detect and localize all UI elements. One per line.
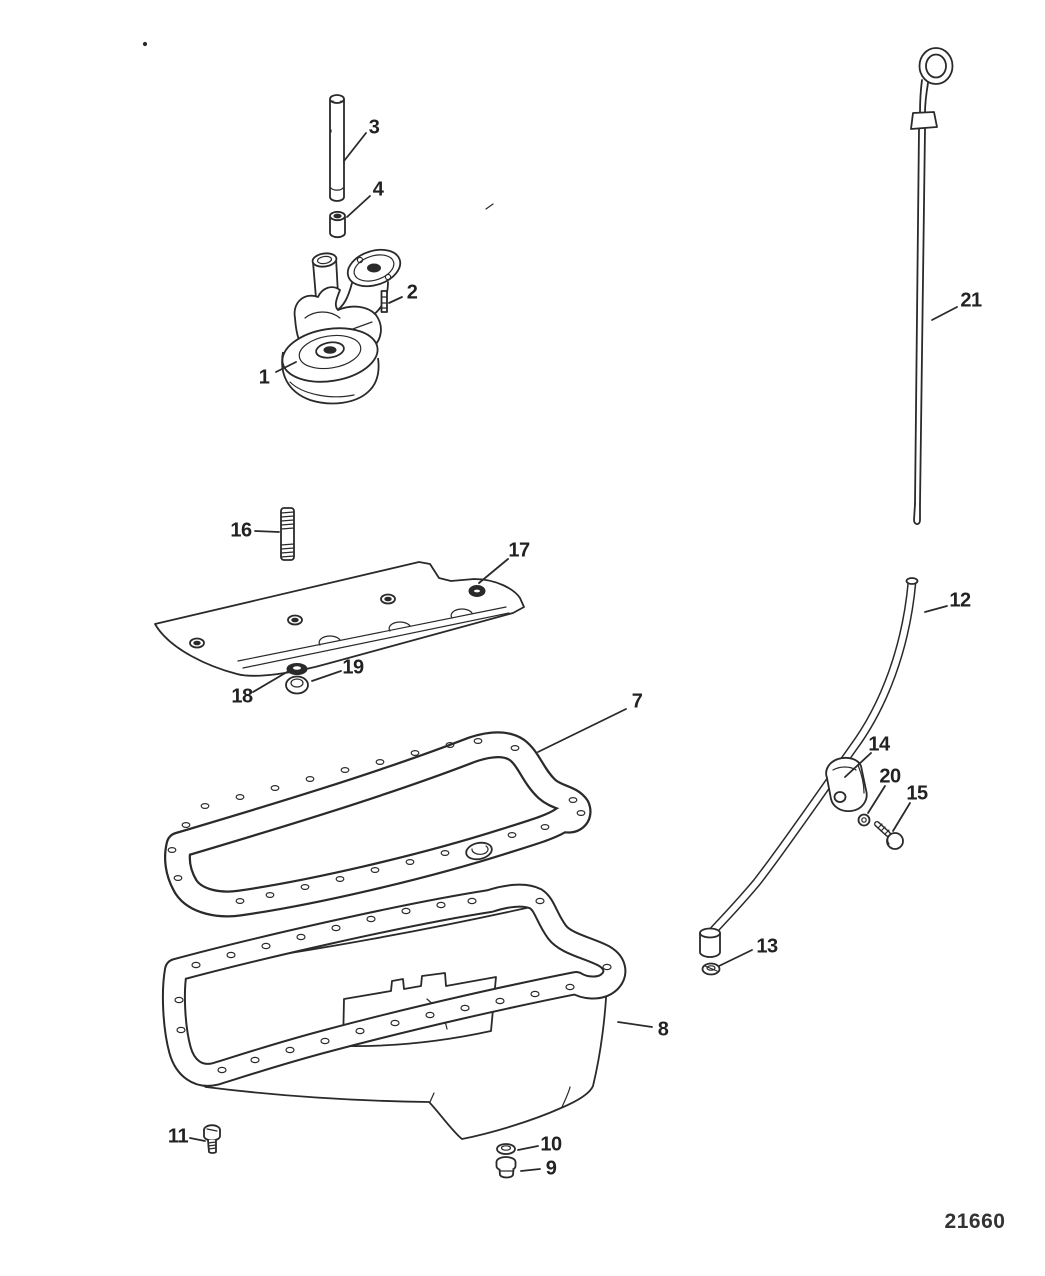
leader-line-7 xyxy=(537,708,627,753)
leader-line-14 xyxy=(844,752,872,778)
callout-13: 13 xyxy=(756,935,778,958)
leader-line-8 xyxy=(617,1021,653,1028)
pump-pin xyxy=(380,290,388,313)
callout-15: 15 xyxy=(906,782,928,805)
baffle-washer xyxy=(286,663,308,675)
leader-line-16 xyxy=(254,530,280,533)
leader-line-20 xyxy=(867,785,886,814)
leader-line-4 xyxy=(346,195,371,218)
pan-screw xyxy=(203,1124,221,1154)
callout-16: 16 xyxy=(230,519,252,542)
callout-9: 9 xyxy=(545,1157,557,1180)
oil-pump xyxy=(281,248,402,405)
drive-shaft-tube xyxy=(329,94,345,202)
leader-line-10 xyxy=(517,1145,539,1151)
callout-8: 8 xyxy=(657,1018,669,1041)
callout-4: 4 xyxy=(372,178,384,201)
dipstick xyxy=(910,47,954,526)
oil-pan-gasket xyxy=(164,731,592,918)
tube-clamp xyxy=(825,756,868,812)
tube-grommet xyxy=(701,962,721,976)
drive-shaft-coupling xyxy=(329,210,346,239)
stray-mark xyxy=(142,41,494,210)
callout-2: 2 xyxy=(406,281,418,304)
callout-11: 11 xyxy=(167,1125,189,1148)
callout-3: 3 xyxy=(368,116,380,139)
leader-line-3 xyxy=(343,132,367,162)
clamp-washer xyxy=(857,813,871,827)
leader-line-13 xyxy=(718,949,753,967)
callout-18: 18 xyxy=(231,685,253,708)
leader-line-9 xyxy=(520,1168,541,1172)
oil-pan xyxy=(161,883,627,1140)
leader-line-1 xyxy=(275,361,297,373)
leader-line-19 xyxy=(311,670,342,682)
leader-line-18 xyxy=(252,671,288,693)
leader-lines xyxy=(189,132,958,1172)
drain-plug xyxy=(495,1156,517,1179)
callout-10: 10 xyxy=(540,1133,562,1156)
callout-20: 20 xyxy=(879,765,901,788)
baffle-nut xyxy=(285,675,309,695)
callout-19: 19 xyxy=(342,656,364,679)
callout-17: 17 xyxy=(508,539,530,562)
leader-line-21 xyxy=(931,306,958,321)
leader-line-17 xyxy=(478,558,509,584)
drain-plug-washer xyxy=(496,1143,516,1155)
drawing-number: 21660 xyxy=(944,1210,1006,1233)
dipstick-tube xyxy=(699,577,919,958)
callout-21: 21 xyxy=(960,289,982,312)
pan-bolt-holes xyxy=(174,897,612,1074)
gasket-bolt-holes xyxy=(167,737,586,904)
leader-line-12 xyxy=(924,605,948,613)
callout-12: 12 xyxy=(949,589,971,612)
callout-14: 14 xyxy=(868,733,890,756)
stud xyxy=(280,507,295,561)
leader-line-2 xyxy=(388,296,403,304)
baffle-plate xyxy=(154,561,525,677)
leader-line-15 xyxy=(892,802,911,832)
callout-1: 1 xyxy=(258,366,270,389)
callout-7: 7 xyxy=(631,690,643,713)
clamp-screw xyxy=(874,821,904,850)
leader-line-11 xyxy=(189,1137,206,1142)
